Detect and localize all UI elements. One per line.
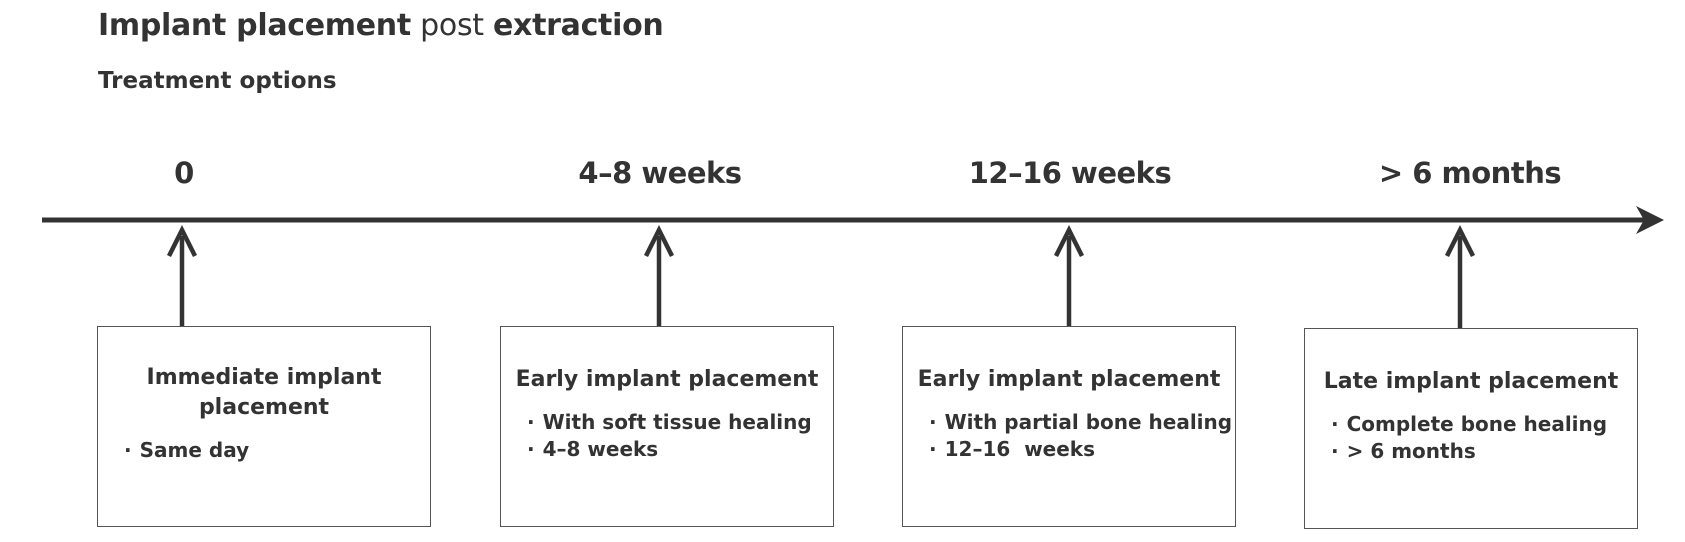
timeline-tick-label-3: > 6 months: [1378, 156, 1562, 190]
option-bullets: With soft tissue healing 4–8 weeks: [527, 409, 833, 463]
option-bullets: Same day: [124, 437, 430, 464]
timeline-tick-label-1: 4–8 weeks: [578, 156, 742, 190]
option-bullets: With partial bone healing 12–16 weeks: [929, 409, 1235, 463]
connector-arrow-3: [1444, 224, 1476, 328]
option-bullet: 4–8 weeks: [527, 436, 833, 463]
connector-arrow-2: [1053, 224, 1085, 326]
option-bullet: 12–16 weeks: [929, 436, 1235, 463]
option-title: Early implant placement: [917, 367, 1221, 392]
timeline-tick-label-2: 12–16 weeks: [968, 156, 1172, 190]
option-bullet: Same day: [124, 437, 430, 464]
subtitle: Treatment options: [98, 68, 337, 94]
connector-arrow-1: [643, 224, 675, 326]
option-box-immediate: Immediate implant placement Same day: [97, 326, 431, 527]
option-bullet: With partial bone healing: [929, 409, 1235, 436]
option-title: Late implant placement: [1323, 369, 1619, 394]
option-bullet: With soft tissue healing: [527, 409, 833, 436]
option-box-early-partial-bone: Early implant placement With partial bon…: [902, 326, 1236, 527]
option-title: Early implant placement: [515, 367, 819, 392]
connector-arrow-0: [166, 224, 198, 326]
option-title: Immediate implant placement: [146, 365, 382, 420]
option-bullet: > 6 months: [1331, 438, 1637, 465]
option-box-late: Late implant placement Complete bone hea…: [1304, 328, 1638, 529]
timeline-tick-label-0: 0: [174, 156, 194, 190]
title-part-bold-1: Implant placement: [98, 8, 411, 43]
option-bullets: Complete bone healing > 6 months: [1331, 411, 1637, 465]
page-title: Implant placement post extraction: [98, 8, 664, 43]
option-bullet: Complete bone healing: [1331, 411, 1637, 438]
option-box-early-soft-tissue: Early implant placement With soft tissue…: [500, 326, 834, 527]
title-part-bold-2: extraction: [493, 8, 664, 43]
timeline-axis-arrowhead: [1636, 206, 1664, 234]
title-part-light: post: [420, 8, 484, 43]
